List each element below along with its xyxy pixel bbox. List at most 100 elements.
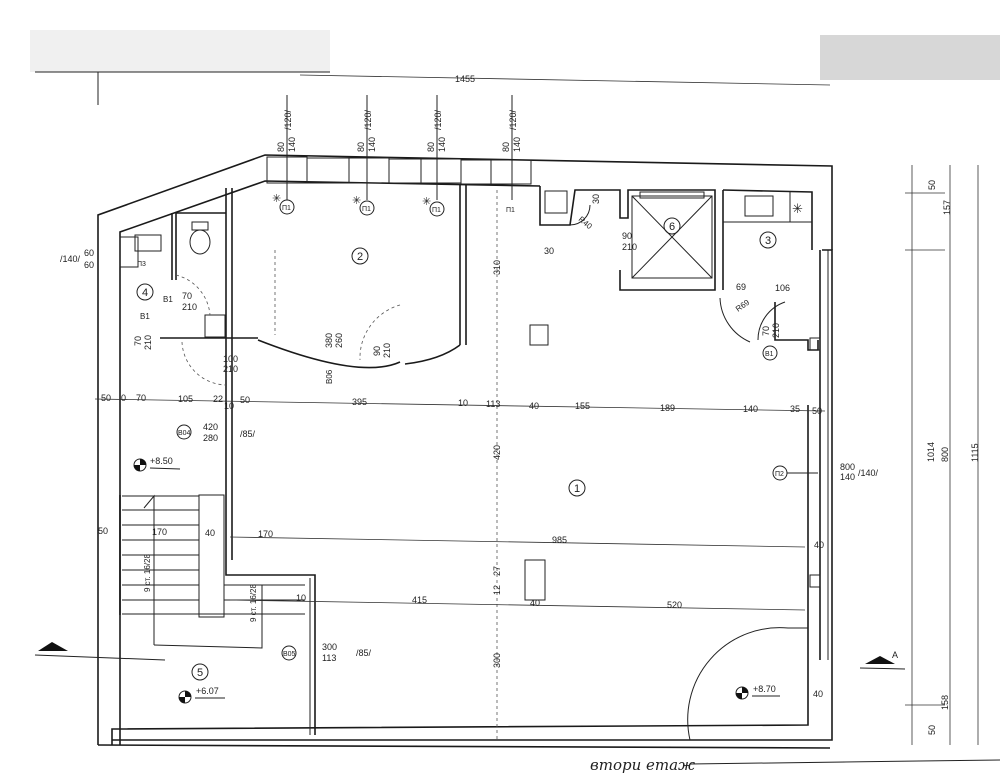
svg-text:27: 27 [492,566,502,576]
svg-text:157: 157 [942,200,952,215]
svg-text:50: 50 [927,725,937,735]
svg-text:40: 40 [529,401,539,411]
svg-text:50: 50 [101,393,111,403]
svg-text:1014: 1014 [926,442,936,462]
svg-text:В05: В05 [283,651,296,658]
svg-text:380: 380 [324,333,334,348]
window-labels: /120/ 80 140 П1 ✳ /120/ 80 140 П1 ✳ /120… [60,95,879,482]
svg-text:30: 30 [544,246,554,256]
section-label: A [892,650,898,660]
svg-text:9 ст. 16/28: 9 ст. 16/28 [143,554,152,592]
svg-text:189: 189 [660,403,675,413]
svg-text:140: 140 [512,137,522,152]
svg-text:/120/: /120/ [433,109,443,130]
level-marks: +8.50 +6.07 +8.70 [133,456,780,704]
svg-text:П1: П1 [506,207,515,214]
svg-text:9 ст. 16/28: 9 ст. 16/28 [249,584,258,622]
svg-text:80: 80 [276,142,286,152]
stairs [119,494,305,649]
svg-text:90: 90 [622,231,632,241]
svg-text:70: 70 [136,393,146,403]
svg-text:210: 210 [223,364,238,374]
svg-text:В1: В1 [140,312,150,321]
svg-text:/120/: /120/ [363,109,373,130]
section-arrow-icon [38,642,68,651]
scan-noise [820,35,1000,80]
svg-text:100: 100 [223,354,238,364]
svg-text:50: 50 [927,180,937,190]
svg-text:280: 280 [203,433,218,443]
dimension-row-line [94,398,826,412]
svg-text:985: 985 [552,535,567,545]
svg-text:+8.50: +8.50 [150,456,173,466]
svg-text:158: 158 [940,695,950,710]
svg-text:+8.70: +8.70 [753,684,776,694]
svg-text:12: 12 [492,585,502,595]
sink-icon [744,195,774,217]
svg-text:300: 300 [492,653,502,668]
overall-dim-line [299,74,831,86]
svg-text:П1: П1 [282,205,291,212]
svg-text:П2: П2 [775,471,784,478]
room-number-1: 1 [574,483,580,495]
svg-text:R40: R40 [577,215,594,232]
svg-text:50: 50 [240,395,250,405]
svg-text:+6.07: +6.07 [196,686,219,696]
svg-text:106: 106 [775,283,790,293]
svg-text:140: 140 [367,137,377,152]
svg-text:0: 0 [121,393,126,403]
svg-text:140: 140 [840,472,855,482]
room-number-3: 3 [765,235,771,247]
floor-title-handwritten: втори етаж [590,756,695,774]
svg-text:✳: ✳ [352,195,361,207]
svg-text:800: 800 [940,447,950,462]
svg-text:210: 210 [182,302,197,312]
toilet-icon [189,229,211,255]
svg-text:60: 60 [84,248,94,258]
overall-width: 1455 [455,74,475,84]
svg-text:210: 210 [771,323,781,338]
svg-text:В1: В1 [163,295,173,304]
scan-noise [30,30,330,72]
svg-text:22: 22 [213,394,223,404]
svg-text:В04: В04 [178,430,191,437]
svg-text:В1: В1 [765,351,774,358]
svg-text:✳: ✳ [422,196,431,208]
svg-text:300: 300 [322,642,337,652]
section-arrow-icon [865,656,895,664]
svg-text:/140/: /140/ [858,468,879,478]
svg-text:70: 70 [761,326,771,336]
svg-text:80: 80 [501,142,511,152]
svg-text:35: 35 [790,404,800,414]
svg-text:420: 420 [492,445,502,460]
room-number-5: 5 [197,667,203,679]
svg-text:П1: П1 [432,207,441,214]
svg-text:50: 50 [98,526,108,536]
svg-text:40: 40 [205,528,215,538]
svg-text:260: 260 [334,333,344,348]
svg-text:210: 210 [382,343,392,358]
fixtures: ✳ [134,190,821,601]
svg-text:210: 210 [143,335,153,350]
svg-text:/120/: /120/ [508,109,518,130]
svg-text:90: 90 [372,346,382,356]
svg-text:/85/: /85/ [240,429,256,439]
sink-icon [134,234,162,252]
svg-text:800: 800 [840,462,855,472]
room-number-6: 6 [669,221,675,233]
svg-text:30: 30 [591,194,601,204]
svg-text:170: 170 [258,529,273,539]
svg-text:113: 113 [322,653,336,663]
svg-text:415: 415 [412,595,427,605]
svg-text:113: 113 [486,399,500,409]
svg-text:10: 10 [458,398,468,408]
door-swings [175,204,808,741]
svg-text:140: 140 [437,137,447,152]
svg-text:R69: R69 [734,298,752,314]
svg-text:/140/: /140/ [60,254,81,264]
svg-text:395: 395 [352,397,367,407]
svg-text:155: 155 [575,401,590,411]
svg-text:520: 520 [667,600,682,610]
